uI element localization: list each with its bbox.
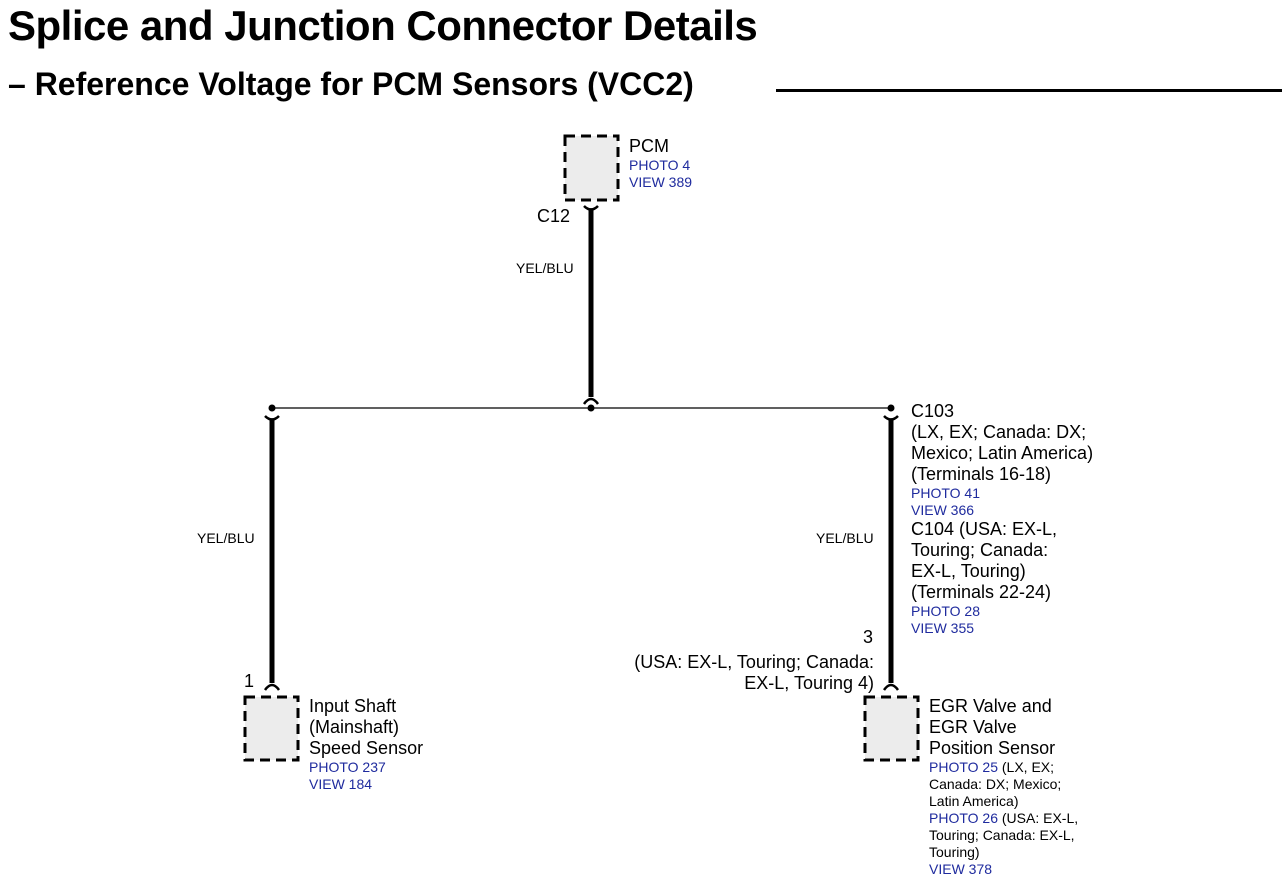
input-sensor-line: Input Shaft xyxy=(309,696,397,716)
c104-view-link[interactable]: VIEW 355 xyxy=(911,620,975,636)
egr-sensor-label-block: EGR Valve and EGR Valve Position Sensor … xyxy=(929,696,1078,878)
subtitle-rule xyxy=(776,89,1282,92)
c103-line: (Terminals 16-18) xyxy=(911,464,1052,484)
input-sensor-line: Speed Sensor xyxy=(309,738,424,758)
wire-right-color: YEL/BLU xyxy=(816,530,874,546)
egr-photo26-link[interactable]: PHOTO 26 xyxy=(929,810,998,826)
page-subtitle: – Reference Voltage for PCM Sensors (VCC… xyxy=(8,66,694,102)
egr-sensor-box xyxy=(863,695,920,762)
pcm-photo-link[interactable]: PHOTO 4 xyxy=(629,157,691,173)
junction-dot-right xyxy=(887,404,895,412)
input-sensor-line: (Mainshaft) xyxy=(309,717,400,737)
egr-sensor-pin: 3 xyxy=(863,627,874,647)
pcm-connector-label: C12 xyxy=(537,206,571,226)
page-title: Splice and Junction Connector Details xyxy=(8,2,758,49)
c103-line: Mexico; Latin America) xyxy=(911,443,1094,463)
input-sensor-view-link[interactable]: VIEW 184 xyxy=(309,776,373,792)
right-junction-terminal xyxy=(883,415,899,421)
egr-photo25-note: Canada: DX; Mexico; xyxy=(929,776,1062,792)
egr-photo25-link[interactable]: PHOTO 25 xyxy=(929,759,998,775)
pcm-label-block: PCM PHOTO 4 VIEW 389 xyxy=(629,136,692,191)
c103-view-link[interactable]: VIEW 366 xyxy=(911,502,975,518)
c104-photo-link[interactable]: PHOTO 28 xyxy=(911,603,980,619)
egr-photo25-note: Latin America) xyxy=(929,793,1019,809)
pcm-name: PCM xyxy=(629,136,669,156)
input-sensor-pin: 1 xyxy=(244,671,255,691)
egr-photo26-note: (USA: EX-L, xyxy=(1001,810,1079,826)
egr-photo26-note: Touring; Canada: EX-L, xyxy=(929,827,1075,843)
input-sensor-label-block: Input Shaft (Mainshaft) Speed Sensor PHO… xyxy=(309,696,423,793)
egr-sensor-line: EGR Valve and xyxy=(929,696,1052,716)
pcm-view-link[interactable]: VIEW 389 xyxy=(629,174,693,190)
c103-line: (LX, EX; Canada: DX; xyxy=(911,422,1087,442)
wire-left-color: YEL/BLU xyxy=(197,530,255,546)
c104-line: Touring; Canada: xyxy=(911,540,1049,560)
egr-photo25-note: (LX, EX; xyxy=(1001,759,1055,775)
left-junction-terminal xyxy=(264,415,280,421)
junction-connector-block: C103 (LX, EX; Canada: DX; Mexico; Latin … xyxy=(911,401,1093,637)
egr-pin-note-line: (USA: EX-L, Touring; Canada: xyxy=(634,652,874,672)
input-sensor-box xyxy=(243,695,300,762)
junction-dot-left xyxy=(268,404,276,412)
egr-sensor-terminal xyxy=(882,683,900,691)
egr-photo26-note: Touring) xyxy=(929,844,980,860)
egr-sensor-line: Position Sensor xyxy=(929,738,1056,758)
egr-sensor-line: EGR Valve xyxy=(929,717,1017,737)
junction-dot-center xyxy=(587,404,595,412)
pcm-terminal xyxy=(583,205,599,211)
c104-line: (Terminals 22-24) xyxy=(911,582,1052,602)
c104-line: C104 (USA: EX-L, xyxy=(911,519,1058,539)
input-sensor-photo-link[interactable]: PHOTO 237 xyxy=(309,759,386,775)
egr-pin-note: (USA: EX-L, Touring; Canada: EX-L, Touri… xyxy=(634,652,874,694)
input-sensor-terminal xyxy=(263,683,281,691)
egr-view-link[interactable]: VIEW 378 xyxy=(929,861,993,877)
egr-pin-note-line: EX-L, Touring 4) xyxy=(744,673,874,693)
pcm-component-box xyxy=(563,134,620,202)
c103-line: C103 xyxy=(911,401,955,421)
wire-top-color: YEL/BLU xyxy=(516,260,574,276)
c103-photo-link[interactable]: PHOTO 41 xyxy=(911,485,980,501)
splice-terminal xyxy=(582,397,600,405)
c104-line: EX-L, Touring) xyxy=(911,561,1026,581)
